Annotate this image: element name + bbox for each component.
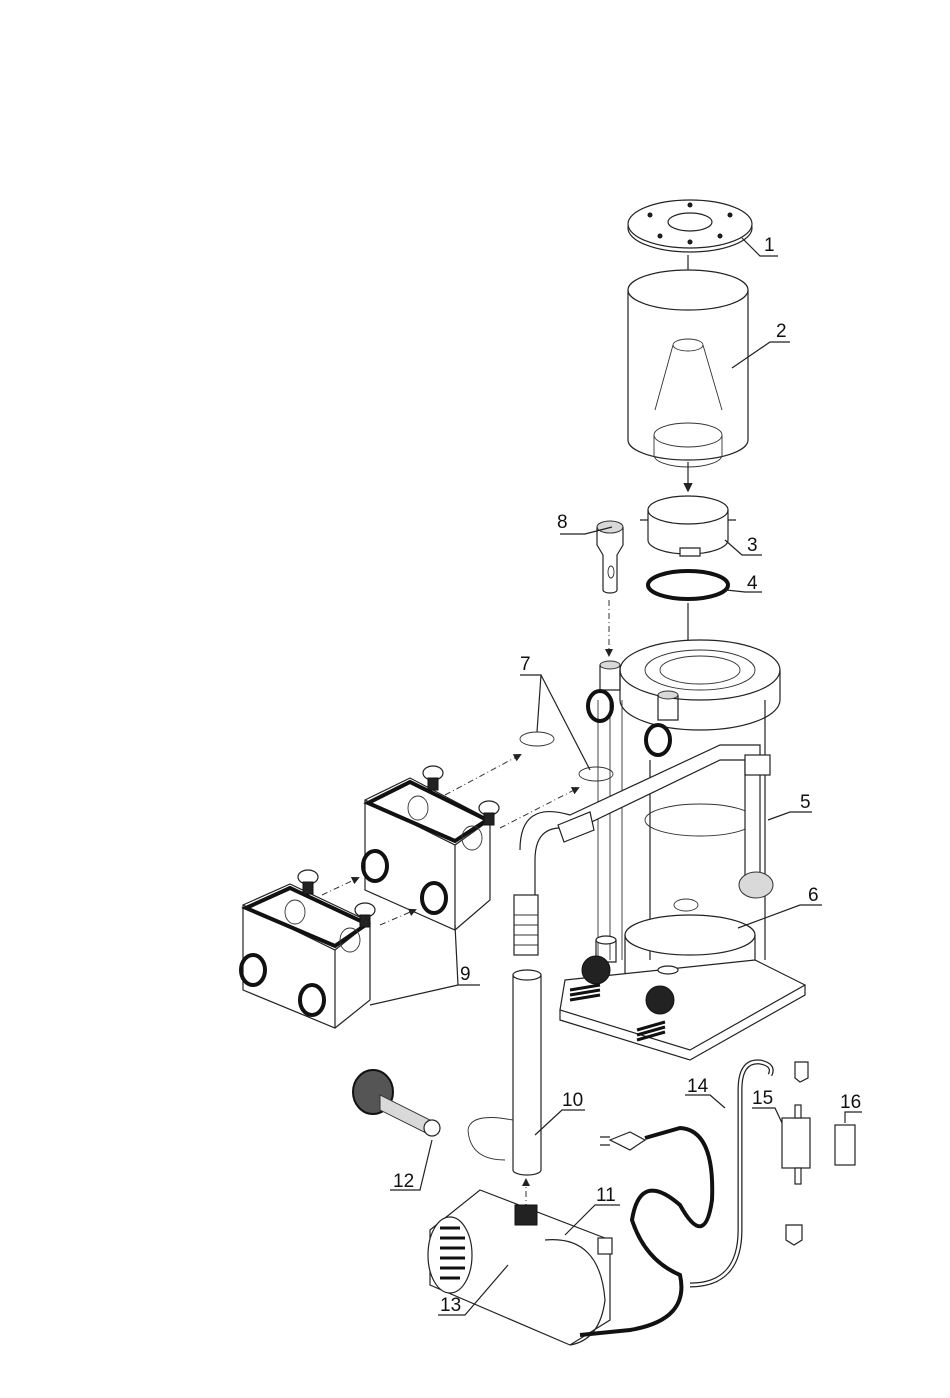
part-2-collection-cup	[628, 270, 748, 467]
part-1-lid	[628, 200, 752, 252]
part-4-o-ring	[648, 571, 728, 599]
label-2: 2	[776, 321, 787, 342]
label-7: 7	[520, 654, 531, 675]
part-10-riser-tube	[468, 895, 541, 1175]
label-9: 9	[460, 964, 471, 985]
label-4: 4	[747, 573, 758, 594]
label-16: 16	[840, 1092, 861, 1113]
part-7-gaskets	[520, 691, 670, 781]
part-3-neck-ring	[640, 496, 736, 556]
part-5-return-pipe	[520, 745, 773, 900]
label-1: 1	[764, 235, 775, 256]
label-15: 15	[752, 1088, 773, 1109]
label-12: 12	[393, 1171, 414, 1192]
label-13: 13	[440, 1295, 461, 1316]
label-11: 11	[596, 1185, 616, 1206]
label-5: 5	[800, 792, 811, 813]
part-15-air-silencer	[782, 1062, 810, 1245]
label-6: 6	[808, 885, 819, 906]
label-8: 8	[557, 512, 568, 533]
label-10: 10	[562, 1090, 583, 1111]
part-9-injector-blocks	[241, 766, 499, 1028]
part-11-pump	[428, 1190, 612, 1345]
part-12-needle-wheel	[353, 1070, 440, 1136]
part-6-base-cylinder	[674, 899, 698, 911]
part-16-sleeve	[835, 1125, 855, 1165]
part-8-valve-tube	[597, 521, 623, 593]
label-14: 14	[687, 1076, 709, 1097]
label-3: 3	[747, 535, 758, 556]
